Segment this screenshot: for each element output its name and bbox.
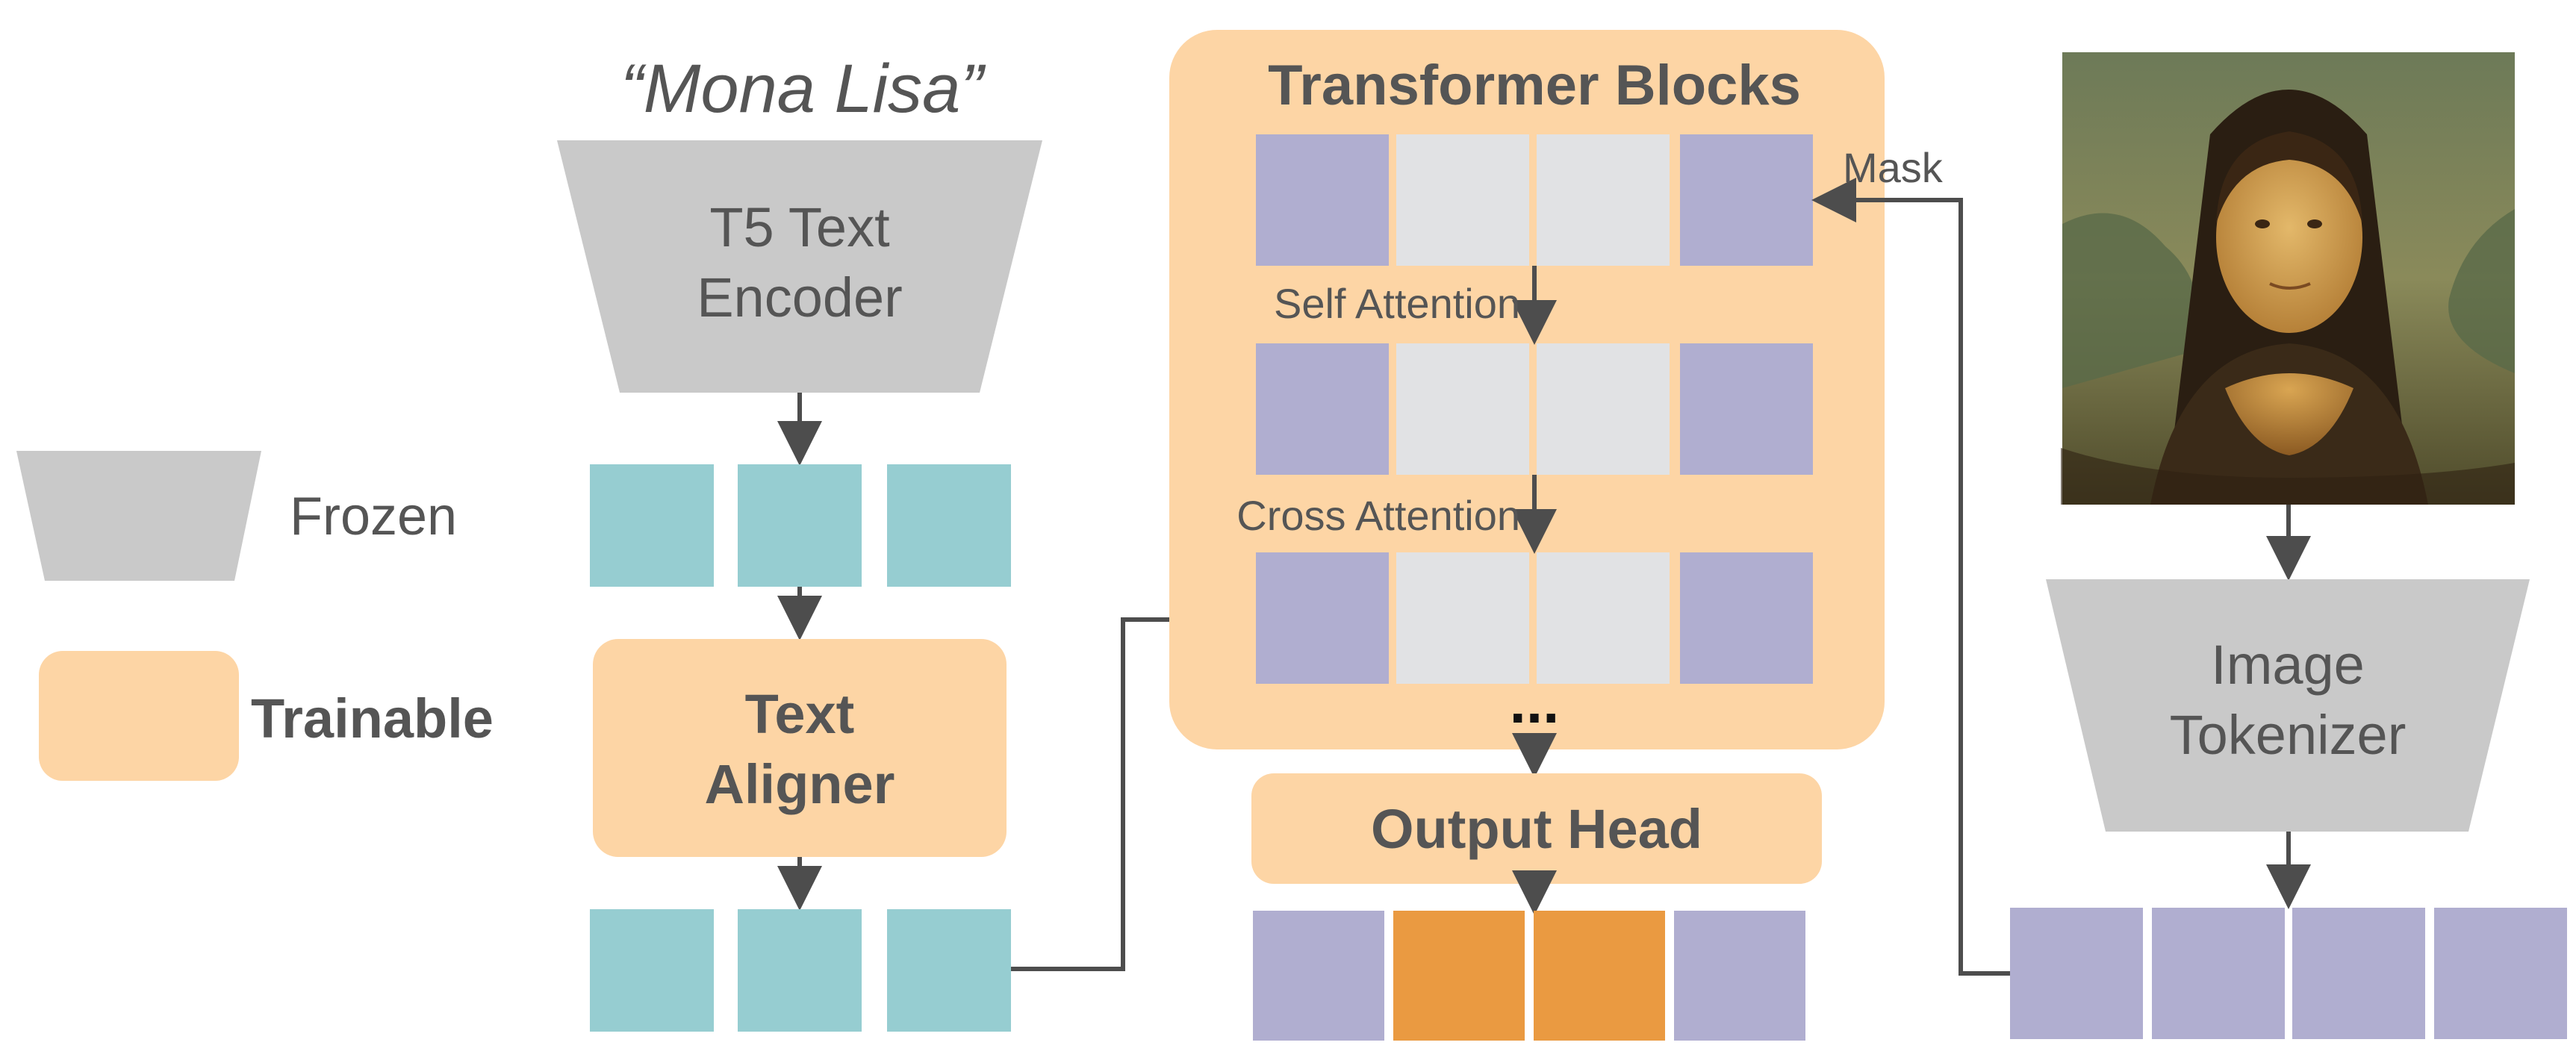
self-attention-label: Self Attention: [1274, 280, 1520, 327]
text-token: [738, 464, 862, 587]
t5-encoder-label-line2: Encoder: [697, 266, 903, 328]
t5-text-encoder: [557, 140, 1042, 393]
image-token: [1680, 552, 1813, 684]
masked-token: [1396, 134, 1529, 266]
trainable-legend-label: Trainable: [251, 688, 494, 749]
transformer-row-1: [1256, 134, 1813, 266]
image-tokenizer-label-line1: Image: [2211, 634, 2365, 696]
mask-label: Mask: [1843, 144, 1944, 191]
transformer-row-3: [1256, 552, 1813, 684]
image-tokens: [2010, 908, 2567, 1039]
t5-encoder-label-line1: T5 Text: [709, 196, 890, 258]
image-tokenizer: [2046, 579, 2530, 832]
transformer-row-2: [1256, 343, 1813, 475]
arrow-mask: [1811, 178, 2010, 976]
predicted-token: [1534, 911, 1665, 1041]
image-token: [1253, 911, 1384, 1041]
output-tokens: [1253, 911, 1805, 1041]
frozen-legend-label: Frozen: [290, 487, 457, 546]
image-token: [1680, 134, 1813, 266]
prompt-text: “Mona Lisa”: [620, 51, 986, 127]
masked-token: [1537, 552, 1670, 684]
image-tokenizer-label-line2: Tokenizer: [2170, 704, 2407, 766]
aligned-text-token: [887, 909, 1011, 1032]
image-token: [2434, 908, 2567, 1039]
ellipsis: ...: [1510, 669, 1560, 735]
masked-token: [1537, 343, 1670, 475]
frozen-legend-shape: [16, 451, 261, 581]
aligned-text-token: [738, 909, 862, 1032]
masked-token: [1396, 343, 1529, 475]
image-token: [2152, 908, 2285, 1039]
cross-attention-label: Cross Attention: [1236, 492, 1520, 539]
text-token: [590, 464, 714, 587]
output-head-label: Output Head: [1371, 798, 1702, 860]
trainable-legend-shape: [39, 651, 239, 781]
mona-lisa-image: [2061, 52, 2515, 505]
image-token: [2010, 908, 2143, 1039]
text-embedding-tokens: [590, 464, 1011, 587]
aligned-text-token: [590, 909, 714, 1032]
image-token: [1674, 911, 1805, 1041]
masked-token: [1396, 552, 1529, 684]
image-token: [1256, 134, 1389, 266]
text-token: [887, 464, 1011, 587]
transformer-title: Transformer Blocks: [1268, 54, 1801, 117]
image-token: [1256, 343, 1389, 475]
predicted-token: [1393, 911, 1525, 1041]
output-head: [1251, 773, 1822, 884]
text-aligner: [593, 639, 1007, 857]
text-aligner-label-line2: Aligner: [705, 753, 895, 815]
aligned-text-tokens: [590, 909, 1011, 1032]
image-token: [2292, 908, 2425, 1039]
masked-token: [1537, 134, 1670, 266]
image-token: [1680, 343, 1813, 475]
text-aligner-label-line1: Text: [745, 683, 855, 745]
image-token: [1256, 552, 1389, 684]
